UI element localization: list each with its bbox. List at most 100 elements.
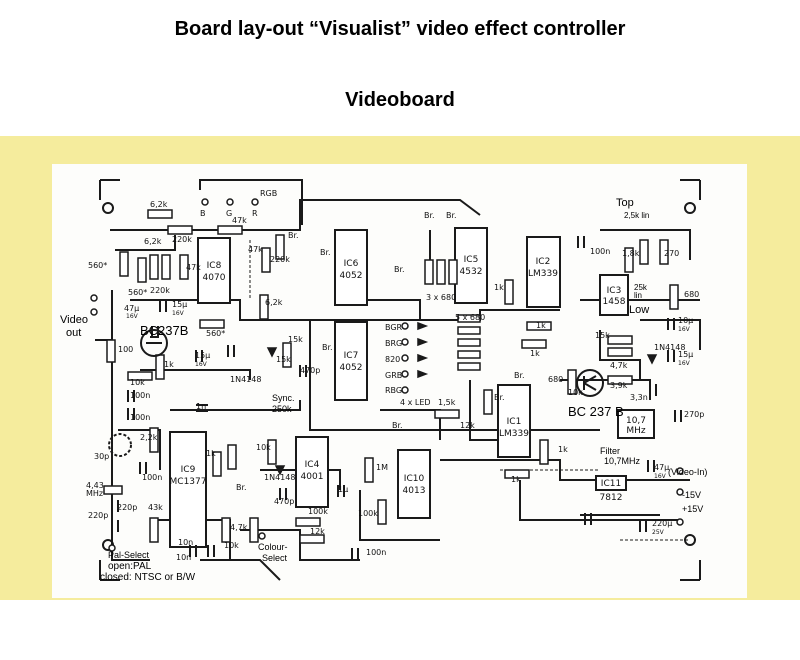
ic8-body [197, 237, 231, 304]
ic1-type: LM339 [499, 429, 529, 439]
svg-text:220p: 220p [117, 503, 137, 512]
svg-text:220k: 220k [270, 255, 290, 264]
svg-text:100k: 100k [308, 507, 328, 516]
q1-label: BC237B [140, 323, 188, 338]
svg-text:15k: 15k [595, 331, 610, 340]
ic2-body [526, 236, 561, 308]
svg-text:3,3n: 3,3n [630, 393, 648, 402]
svg-text:10µ: 10µ [678, 316, 693, 325]
svg-text:270: 270 [664, 249, 679, 258]
svg-text:10k: 10k [224, 541, 239, 550]
svg-text:6,2k: 6,2k [150, 200, 168, 209]
svg-text:RBG: RBG [385, 386, 402, 395]
ic8-type: 4070 [203, 273, 226, 283]
svg-text:560*: 560* [128, 288, 147, 297]
ic9-type: MC1377 [170, 477, 207, 487]
pot-low-label-2: lin [634, 291, 642, 300]
ic6-label: IC6 [344, 259, 359, 269]
ic5-label: IC5 [464, 255, 479, 265]
switch-contacts [90, 198, 684, 552]
svg-text:100k: 100k [358, 509, 378, 518]
svg-text:220p: 220p [88, 511, 108, 520]
svg-text:1N4148: 1N4148 [654, 343, 685, 352]
resistors [106, 209, 679, 544]
ic6-body [334, 229, 368, 306]
svg-text:15µ: 15µ [172, 300, 187, 309]
svg-text:220µ: 220µ [652, 519, 672, 528]
svg-text:220k: 220k [150, 286, 170, 295]
svg-text:270p: 270p [684, 410, 704, 419]
svg-text:16V: 16V [654, 473, 667, 480]
ic5-type: 4532 [460, 267, 483, 277]
svg-text:4 x LED: 4 x LED [400, 398, 431, 407]
filter-box-label-2: MHz [626, 426, 646, 436]
ic2-type: LM339 [528, 269, 558, 279]
filter-label-1: Filter [600, 446, 620, 456]
svg-text:4,43: 4,43 [86, 481, 104, 490]
svg-text:BRG: BRG [385, 339, 402, 348]
svg-text:10k: 10k [256, 443, 271, 452]
svg-text:47µ: 47µ [124, 304, 139, 313]
filter-box [617, 409, 655, 439]
sync-label-2: 250k [272, 404, 292, 414]
svg-text:47µ: 47µ [654, 463, 669, 472]
svg-text:1k: 1k [536, 321, 546, 330]
svg-text:100n: 100n [366, 548, 386, 557]
svg-text:15µ: 15µ [678, 350, 693, 359]
svg-text:Br.: Br. [320, 248, 331, 257]
svg-text:Br.: Br. [494, 393, 505, 402]
svg-text:1,8k: 1,8k [622, 249, 640, 258]
svg-text:16V: 16V [195, 361, 208, 368]
ic11-type: 7812 [600, 493, 623, 503]
colour-select-label-1: Colour- [258, 542, 288, 552]
svg-text:1k: 1k [494, 283, 504, 292]
svg-text:1k: 1k [530, 349, 540, 358]
svg-text:R: R [252, 209, 258, 218]
ic11-label: IC11 [601, 479, 621, 489]
pot-low-label-1: 25k [634, 283, 648, 292]
open-pal-label: open:PAL [108, 561, 152, 572]
q2-label: BC 237 B [568, 404, 624, 419]
svg-text:12k: 12k [460, 421, 475, 430]
filter-box-label-1: 10,7 [626, 416, 646, 426]
svg-text:Br.: Br. [514, 371, 525, 380]
svg-text:25V: 25V [652, 529, 665, 536]
ic10-label: IC10 [404, 474, 425, 484]
svg-text:470p: 470p [300, 366, 320, 375]
ic4-type: 4001 [301, 472, 324, 482]
ic9-body [169, 431, 207, 548]
ic1-label: IC1 [507, 417, 522, 427]
ic4-body [295, 436, 329, 508]
svg-text:BGR: BGR [385, 323, 403, 332]
page-title: Board lay-out “Visualist” video effect c… [174, 18, 626, 40]
ic7-label: IC7 [344, 351, 359, 361]
svg-text:Br.: Br. [424, 211, 435, 220]
svg-text:1,5k: 1,5k [438, 398, 456, 407]
video-out-label-1: Video [60, 314, 88, 326]
ic4-label: IC4 [305, 460, 320, 470]
svg-text:4,7k: 4,7k [610, 361, 628, 370]
ic11-body [595, 475, 627, 491]
svg-text:1k: 1k [206, 449, 216, 458]
ic9-label: IC9 [181, 465, 196, 475]
svg-text:15k: 15k [276, 355, 291, 364]
minus15-label: -15V [682, 490, 701, 500]
transistor-labels: BC237B BC 237 B [140, 323, 624, 419]
svg-text:Br.: Br. [446, 211, 457, 220]
transistor-q2 [576, 369, 604, 397]
video-in-label: (Video-In) [668, 467, 707, 477]
svg-text:1k: 1k [558, 445, 568, 454]
sync-label-1: Sync. [272, 393, 295, 403]
diodes-and-leds [266, 321, 658, 476]
ic3-label: IC3 [607, 286, 622, 296]
component-labels: 6,2k 6,2k 6,2k 220k 220k 220k 47k 47k 47… [86, 189, 704, 562]
svg-text:RGB: RGB [260, 189, 277, 198]
ic10-body [397, 449, 431, 519]
board-frame [99, 179, 701, 581]
video-out-label-2: out [66, 327, 81, 339]
svg-text:4,7k: 4,7k [230, 523, 248, 532]
svg-text:47k: 47k [248, 245, 263, 254]
svg-text:47k: 47k [232, 216, 247, 225]
svg-text:220k: 220k [172, 235, 192, 244]
svg-text:Br.: Br. [392, 421, 403, 430]
